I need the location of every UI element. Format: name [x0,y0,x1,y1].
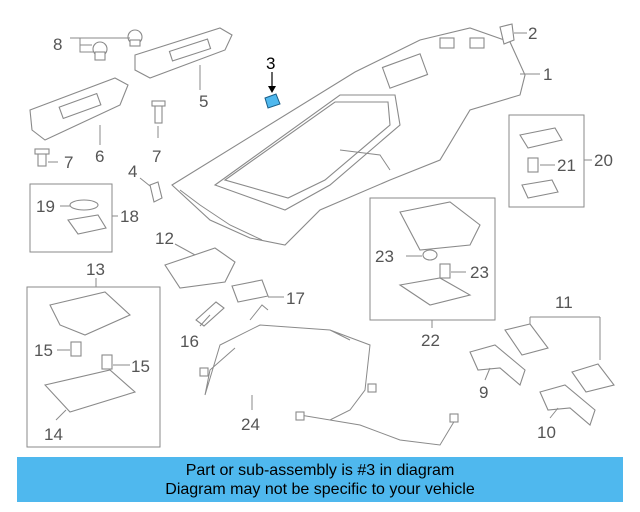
headliner-part [171,27,526,246]
bracket-part-11a [504,323,549,356]
group-box-20 [508,114,585,208]
callout-11: 11 [555,293,573,312]
banner-line-2: Diagram may not be specific to your vehi… [165,480,475,498]
lamp-part-13 [49,291,131,336]
callout-20: 20 [594,151,613,170]
connector-part [367,383,377,393]
callout-4: 4 [128,162,137,181]
leader-line [174,243,196,256]
leader-line [55,409,67,421]
callout-5: 5 [199,92,208,111]
connector-part [295,411,305,421]
leader-line [549,407,559,419]
info-banner: Part or sub-assembly is #3 in diagram Di… [17,457,623,502]
bulb-part-23b [439,263,451,279]
callout-19: 19 [36,197,55,216]
cover-part-17 [231,279,269,303]
callout-23b: 23 [470,263,489,282]
bracket-part-11b [571,363,615,393]
trim-part-16 [195,301,225,327]
group-box-13 [26,286,161,448]
banner-line-1: Part or sub-assembly is #3 in diagram [185,461,455,479]
callout-22: 22 [421,331,440,350]
callout-24: 24 [241,415,260,434]
console-part-12 [164,247,236,289]
callout-15b: 15 [131,357,150,376]
lens-part-19 [69,199,99,211]
bulb-part-15a [70,341,82,357]
callout-12: 12 [155,229,174,248]
group-box-18 [29,183,113,253]
callout-8: 8 [53,35,62,54]
callout-3: 3 [266,54,275,73]
lamp-part-18 [67,214,107,235]
clip-part-4 [149,181,163,203]
visor-clip-part-8 [92,29,143,61]
leader-line [139,177,151,187]
callout-17: 17 [286,289,305,308]
callout-15a: 15 [34,341,53,360]
wire-harness-part-24 [204,304,456,446]
callout-21: 21 [557,156,576,175]
screw-part-7a [34,148,50,167]
sun-visor-part-6 [29,77,129,141]
leader-line [70,37,130,53]
leader-line [484,367,491,381]
sun-visor-part-5 [134,27,233,79]
callout-1: 1 [543,65,552,84]
clip-part-2 [499,23,515,45]
bulb-part-21 [527,157,539,173]
lamp-housing-part-14 [43,369,137,413]
callout-14: 14 [44,425,63,444]
callout-9: 9 [479,383,488,402]
bulb-part-23a [422,249,438,261]
callout-18: 18 [120,207,139,226]
lamp-part-20 [519,127,563,149]
highlighted-part-3[interactable] [264,93,281,109]
callout-7a: 7 [64,153,73,172]
callout-7b: 7 [152,147,161,166]
connector-part [199,367,209,377]
callout-6: 6 [95,147,104,166]
arrow-icon [268,86,276,93]
connector-part [449,413,459,423]
callout-23a: 23 [375,247,394,266]
bulb-part-15b [101,354,113,370]
callout-16: 16 [180,332,199,351]
callout-13: 13 [86,260,105,279]
callout-10: 10 [537,423,556,442]
lamp-base-part [521,179,559,199]
lamp-part-22 [399,201,481,251]
grab-handle-part-10 [539,384,596,426]
leader-line [199,314,211,327]
screw-part-7b [151,100,166,124]
grab-handle-part-9 [469,344,526,386]
callout-2: 2 [528,24,537,43]
lamp-base-part-22 [398,277,472,306]
